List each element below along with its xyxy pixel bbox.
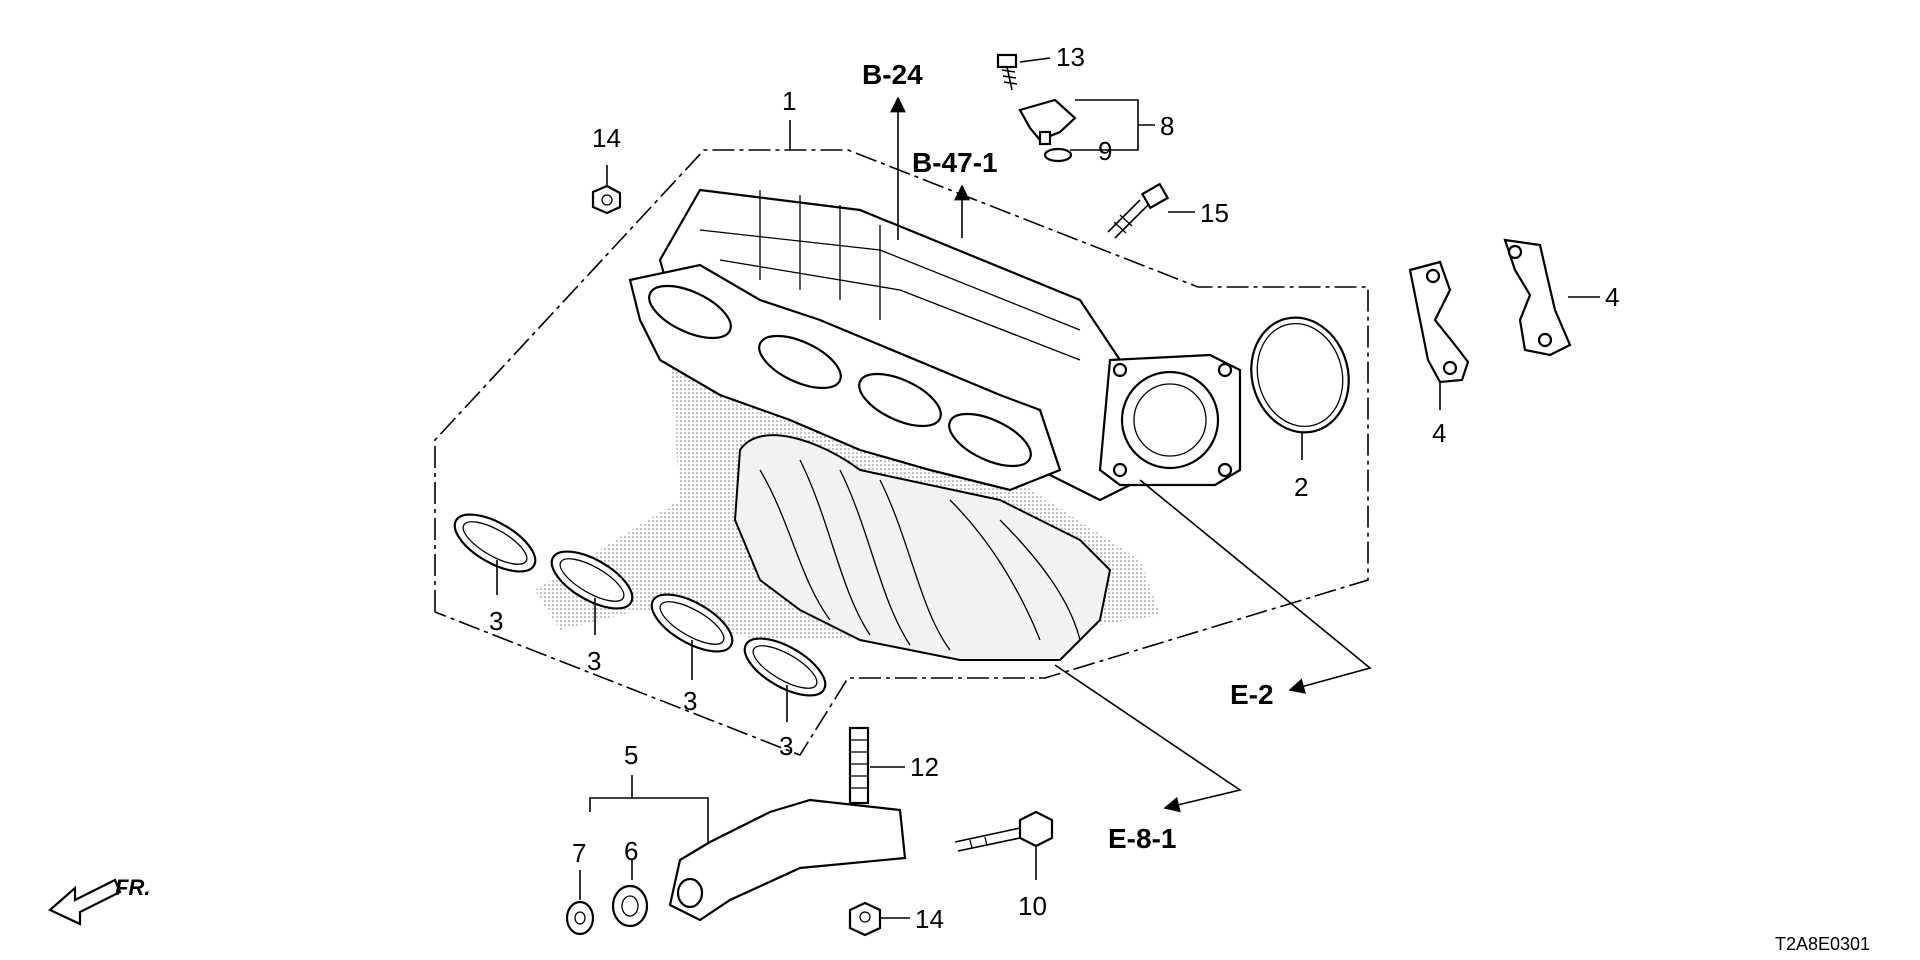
bolt-10[interactable] bbox=[954, 810, 1054, 852]
callout-9: 9 bbox=[1098, 136, 1112, 166]
nut-14-bottom[interactable] bbox=[848, 901, 882, 937]
sensor-8[interactable] bbox=[1018, 98, 1077, 142]
ref-b24[interactable]: B-24 bbox=[862, 59, 923, 90]
callout-14-top: 14 bbox=[592, 123, 621, 153]
callout-12: 12 bbox=[910, 752, 939, 782]
callout-2: 2 bbox=[1294, 472, 1308, 502]
callout-4a: 4 bbox=[1432, 418, 1446, 448]
callout-8: 8 bbox=[1160, 111, 1174, 141]
gasket-3c[interactable] bbox=[643, 583, 741, 663]
o-ring-2[interactable] bbox=[1239, 307, 1362, 444]
bolt-13[interactable] bbox=[996, 53, 1018, 91]
grommet-6[interactable] bbox=[611, 884, 649, 928]
bracket-5[interactable] bbox=[668, 798, 907, 922]
callout-6: 6 bbox=[624, 836, 638, 866]
bolt-15[interactable] bbox=[1107, 182, 1170, 239]
o-ring-9[interactable] bbox=[1043, 147, 1073, 163]
ref-b47-1[interactable]: B-47-1 bbox=[912, 147, 998, 178]
diagram-code: T2A8E0301 bbox=[1775, 934, 1870, 954]
ref-e8-1[interactable]: E-8-1 bbox=[1108, 823, 1176, 854]
leader-lines bbox=[496, 57, 1600, 919]
callout-10: 10 bbox=[1018, 891, 1047, 921]
front-direction-indicator: FR. bbox=[48, 875, 150, 926]
gasket-3b[interactable] bbox=[543, 540, 641, 620]
callout-7: 7 bbox=[572, 838, 586, 868]
callout-5: 5 bbox=[624, 740, 638, 770]
callout-3a: 3 bbox=[489, 606, 503, 636]
gasket-3d[interactable] bbox=[736, 627, 834, 707]
callout-13: 13 bbox=[1056, 42, 1085, 72]
stud-12[interactable] bbox=[848, 726, 870, 805]
callout-3d: 3 bbox=[779, 731, 793, 761]
assembly-boundary bbox=[434, 149, 1369, 756]
nut-14-top[interactable] bbox=[591, 184, 622, 215]
callout-3c: 3 bbox=[683, 686, 697, 716]
washer-7[interactable] bbox=[565, 900, 595, 936]
intake-manifold[interactable] bbox=[535, 188, 1242, 661]
ref-e2[interactable]: E-2 bbox=[1230, 679, 1274, 710]
reference-arrows bbox=[890, 96, 1372, 813]
front-arrow-icon bbox=[48, 878, 122, 926]
callout-3b: 3 bbox=[587, 646, 601, 676]
bracket-4b[interactable] bbox=[1503, 238, 1572, 357]
callout-15: 15 bbox=[1200, 198, 1229, 228]
bracket-4a[interactable] bbox=[1408, 260, 1470, 384]
callout-1: 1 bbox=[782, 86, 796, 116]
front-label: FR. bbox=[115, 875, 150, 900]
callout-14-bottom: 14 bbox=[915, 904, 944, 934]
gasket-3a[interactable] bbox=[446, 503, 544, 583]
callout-4b: 4 bbox=[1605, 282, 1619, 312]
